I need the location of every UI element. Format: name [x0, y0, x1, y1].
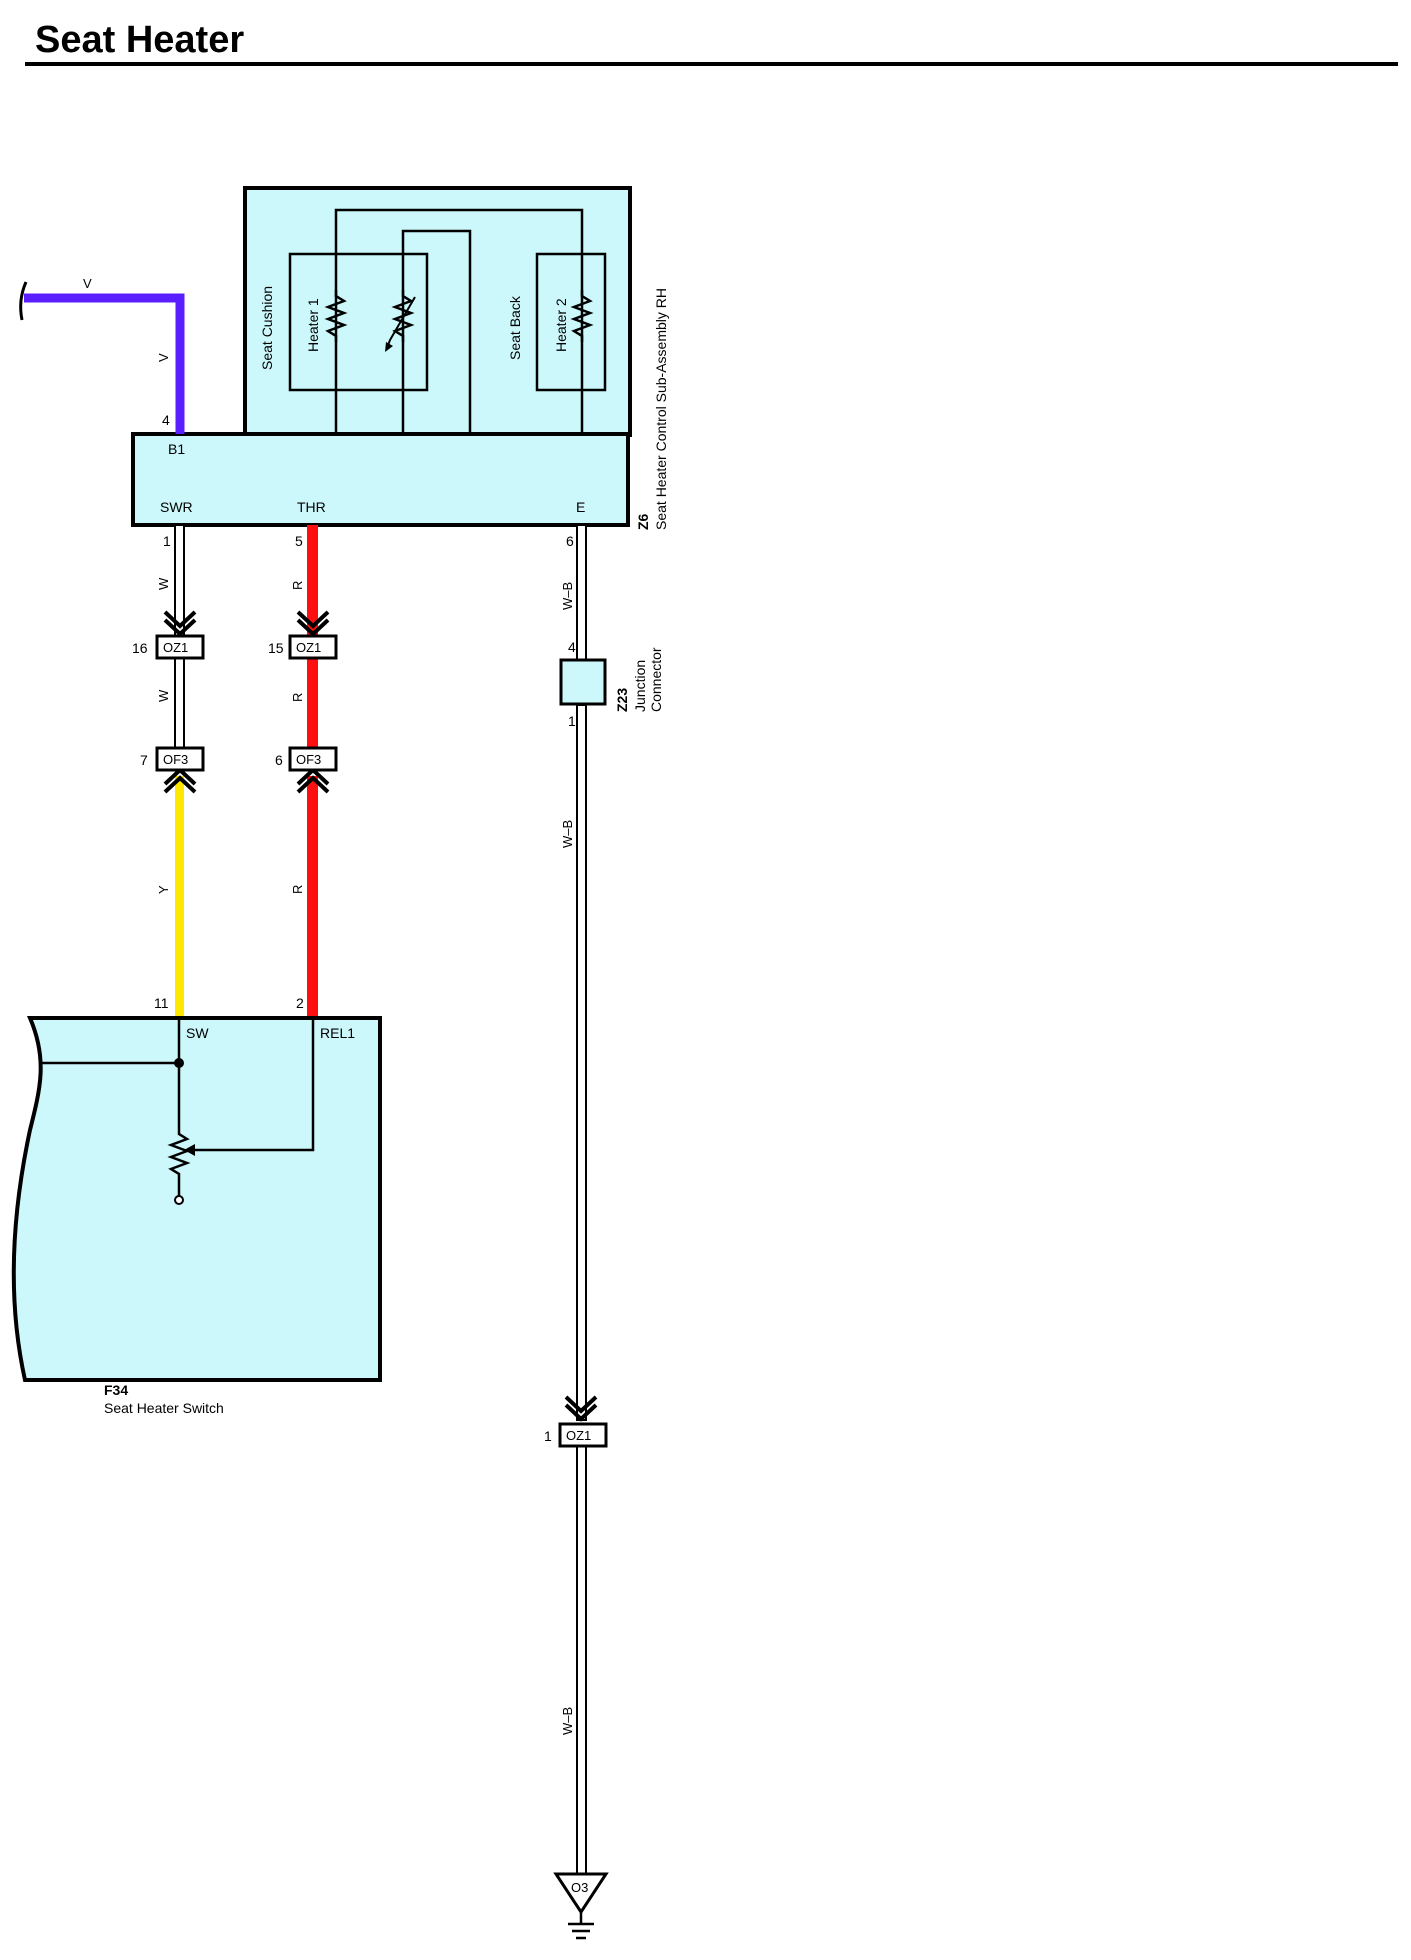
- z6-pin-e-num: 6: [566, 533, 574, 549]
- junction-pin-top: 4: [568, 639, 576, 655]
- f34-wiper-wire: [194, 1018, 315, 1152]
- wire-violet: V V 4: [19, 276, 185, 434]
- ground-code: O3: [571, 1880, 588, 1895]
- connector-pin: 6: [275, 752, 283, 768]
- connector-of3-thr: OF3 6: [275, 746, 338, 772]
- wire-thr-lower-label: R: [290, 885, 305, 894]
- chevron-down-icon: [564, 1395, 598, 1422]
- connector-box: [288, 746, 338, 772]
- z6-heater-box: [243, 186, 632, 437]
- z6-internal-wire-inner: [401, 229, 472, 434]
- z6-name: Seat Heater Control Sub-Assembly RH: [653, 288, 669, 530]
- wiper-arrow-icon: [184, 1144, 195, 1156]
- heater1-resistor-icon: [324, 290, 348, 342]
- connector-oz1-thr: OZ1 15: [268, 634, 338, 660]
- f34-pin-sw-num: 11: [154, 995, 169, 1011]
- seat-back-label: Seat Back: [507, 295, 523, 360]
- wire-violet-line: [24, 293, 185, 434]
- connector-pin: 7: [140, 752, 148, 768]
- wire-w-mid: [174, 657, 185, 759]
- wire-break-icon: [19, 281, 28, 321]
- junction-code: Z23: [614, 688, 630, 712]
- z6-connector-box: [131, 432, 630, 527]
- wire-thr: 5 R R R: [290, 525, 318, 1018]
- z6-pin-b1-num: 4: [162, 412, 170, 428]
- wire-gnd-2-label: W–B: [560, 820, 575, 848]
- connector-pin: 1: [544, 1428, 552, 1444]
- f34-pin-rel1: REL1: [320, 1025, 355, 1041]
- wire-wb-3: [576, 1445, 587, 1875]
- ground-triangle-icon: [553, 1872, 609, 1915]
- wire-swr: 1 W W Y: [156, 524, 185, 1018]
- heater1-label: Heater 1: [305, 298, 321, 352]
- wire-y-lower: [175, 776, 184, 1018]
- z6-pin-swr-num: 1: [163, 533, 171, 549]
- connector-box: [155, 746, 205, 772]
- potentiometer-icon: [167, 1130, 191, 1196]
- wire-v-top-label: V: [83, 276, 92, 291]
- connector-code: OF3: [296, 752, 321, 767]
- f34-component: 11 2 SW REL1 F34 Seat Heater Switch: [11, 995, 382, 1416]
- terminal-icon: [174, 1195, 184, 1205]
- chevron-down-icon: [163, 610, 197, 637]
- connector-code: OF3: [163, 752, 188, 767]
- connector-pin: 15: [268, 640, 284, 656]
- heater2-label: Heater 2: [553, 298, 569, 352]
- z6-pin-thr: THR: [297, 499, 326, 515]
- junction-name-line2: Connector: [648, 647, 664, 712]
- wire-gnd-1-label: W–B: [560, 582, 575, 610]
- z6-code: Z6: [635, 513, 651, 530]
- wire-v-side-label: V: [156, 353, 171, 362]
- f34-pin-rel1-num: 2: [296, 995, 304, 1011]
- f34-pin-sw: SW: [186, 1025, 209, 1041]
- wire-gnd-3-label: W–B: [560, 1707, 575, 1735]
- wire-swr-lower-label: Y: [156, 885, 171, 894]
- connector-code: OZ1: [296, 640, 321, 655]
- z6-pin-b1: B1: [168, 441, 185, 457]
- f34-name: Seat Heater Switch: [104, 1400, 224, 1416]
- connector-oz1-swr: OZ1 16: [132, 634, 205, 660]
- page-title: Seat Heater: [35, 19, 244, 61]
- wire-wb-1: [576, 524, 587, 661]
- connector-code: OZ1: [163, 640, 188, 655]
- ground-o3: O3: [553, 1872, 609, 1940]
- wire-swr-mid-label: W: [156, 689, 171, 702]
- junction-z23: 4 1 Z23 Junction Connector: [559, 639, 664, 729]
- wire-swr-upper-label: W: [156, 577, 171, 590]
- connector-box: [558, 1422, 608, 1448]
- connector-box: [288, 634, 338, 660]
- junction-box: [559, 658, 607, 706]
- wire-r-upper: [307, 525, 318, 642]
- junction-name-line1: Junction: [632, 660, 648, 712]
- z6-pin-swr: SWR: [160, 499, 193, 515]
- seat-back-box: [535, 252, 607, 392]
- chevron-down-icon: [296, 610, 330, 637]
- seat-cushion-label: Seat Cushion: [259, 286, 275, 370]
- thermistor-arrowhead-icon: [385, 342, 393, 352]
- seat-cushion-box: [288, 252, 429, 392]
- wire-thr-upper-label: R: [290, 581, 305, 590]
- connector-of3-swr: OF3 7: [140, 746, 205, 772]
- z6-pin-e: E: [576, 499, 585, 515]
- heater2-resistor-icon: [570, 290, 594, 342]
- junction-dot-icon: [174, 1058, 184, 1068]
- z6-component: Seat Cushion Heater 1 Seat Back Heater 2…: [131, 186, 669, 530]
- wire-thr-mid-label: R: [290, 693, 305, 702]
- wire-r-lower: [307, 776, 318, 1018]
- connector-pin: 16: [132, 640, 148, 656]
- f34-switch-box: [11, 1016, 382, 1382]
- connector-oz1-gnd: OZ1 1: [544, 1422, 608, 1448]
- wire-wb-2: [576, 704, 587, 1421]
- z6-pin-thr-num: 5: [295, 533, 303, 549]
- f34-code: F34: [104, 1382, 128, 1398]
- connector-box: [155, 634, 205, 660]
- connector-code: OZ1: [566, 1428, 591, 1443]
- wire-r-mid: [307, 658, 318, 758]
- junction-pin-bottom: 1: [568, 713, 576, 729]
